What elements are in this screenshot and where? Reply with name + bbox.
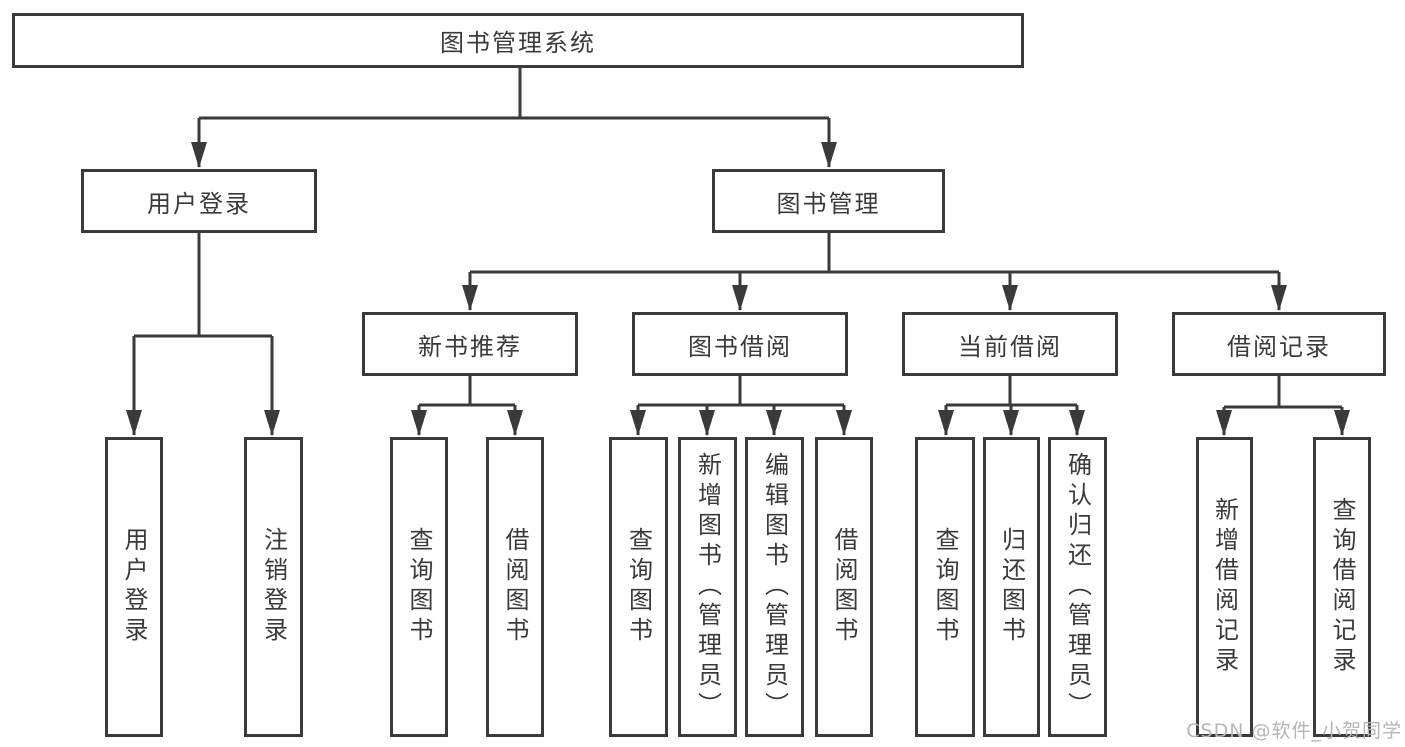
leaf-cb-return-books-label: 归还图书 [997,527,1026,647]
leaf-logout: 注销登录 [244,437,303,737]
node-borrow-records: 借阅记录 [1172,312,1386,376]
node-book-management: 图书管理 [712,169,945,233]
node-user-login: 用户登录 [81,169,317,233]
node-new-book-recommend: 新书推荐 [362,312,578,376]
leaf-bb-query-books-label: 查询图书 [624,527,653,647]
leaf-bb-edit-books-admin: 编辑图书（管理员） [745,437,804,737]
node-borrow-records-label: 借阅记录 [1227,332,1331,361]
leaf-user-login: 用户登录 [105,437,163,737]
leaf-br-query-record-label: 查询借阅记录 [1328,497,1356,677]
leaf-nbr-borrow-books: 借阅图书 [486,437,544,737]
node-user-login-label: 用户登录 [147,189,251,218]
leaf-cb-confirm-return-admin: 确认归还（管理员） [1048,437,1107,737]
leaf-br-query-record: 查询借阅记录 [1313,437,1371,737]
leaf-br-add-record: 新增借阅记录 [1196,437,1253,737]
node-book-borrow-label: 图书借阅 [688,332,792,361]
node-book-borrow: 图书借阅 [632,312,848,376]
node-new-book-recommend-label: 新书推荐 [418,332,522,361]
leaf-cb-return-books: 归还图书 [983,437,1040,737]
leaf-bb-borrow-books-label: 借阅图书 [830,527,858,647]
leaf-cb-confirm-return-admin-label: 确认归还（管理员） [1063,452,1092,722]
node-book-management-label: 图书管理 [776,189,881,218]
leaf-logout-label: 注销登录 [259,527,288,647]
leaf-nbr-query-books-label: 查询图书 [405,527,433,647]
leaf-user-login-label: 用户登录 [120,527,148,647]
node-current-borrow-label: 当前借阅 [958,332,1062,361]
leaf-cb-query-books: 查询图书 [915,437,975,737]
csdn-watermark: CSDN @软件_小贺同学 [1186,720,1402,742]
leaf-bb-add-books-admin: 新增图书（管理员） [678,437,737,737]
leaf-nbr-query-books: 查询图书 [390,437,448,737]
node-library-system-label: 图书管理系统 [440,29,596,57]
node-library-system: 图书管理系统 [12,13,1024,68]
leaf-cb-query-books-label: 查询图书 [931,527,959,647]
leaf-bb-add-books-admin-label: 新增图书（管理员） [693,452,722,722]
leaf-bb-query-books: 查询图书 [609,437,668,737]
leaf-br-add-record-label: 新增借阅记录 [1210,497,1239,677]
leaf-nbr-borrow-books-label: 借阅图书 [501,527,529,647]
node-current-borrow: 当前借阅 [902,312,1118,376]
leaf-bb-edit-books-admin-label: 编辑图书（管理员） [760,452,789,722]
leaf-bb-borrow-books: 借阅图书 [815,437,873,737]
